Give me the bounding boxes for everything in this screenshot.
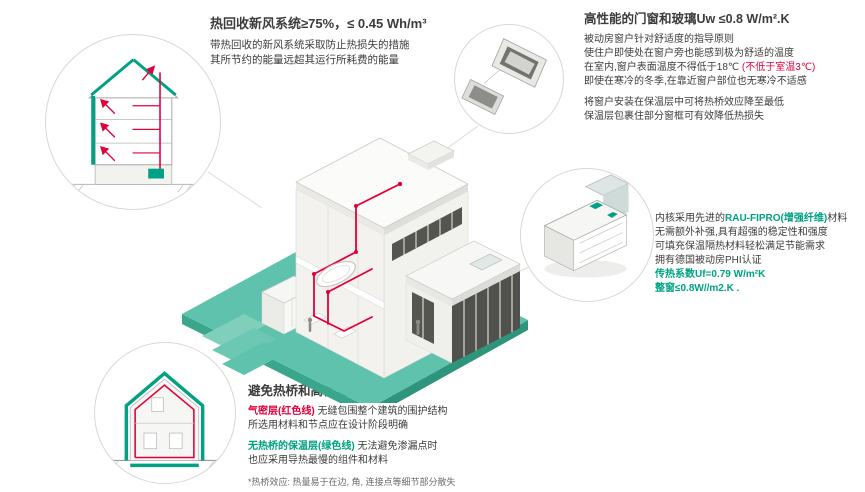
windows-line-6: 保温层包裹住部分窗框可有效降低热损失 (584, 111, 764, 122)
insulation-layer-line-2: 也应采用导热最慢的组件和材料 (248, 455, 388, 466)
insulation-band (91, 95, 96, 165)
ventilation-title: 热回收新风系统≥75%，≤ 0.45 Wh/m³ (210, 16, 427, 31)
profile-line-4: 拥有德国被动房PHI认证 (655, 255, 762, 266)
profile-uw-value: 整窗≤0.8W//m2.K . (655, 283, 740, 294)
main-roof (295, 137, 469, 235)
airtight-layer-text: 无缝包围整个建筑的围护结构 (314, 406, 448, 417)
window-profile-callout-circle (520, 168, 654, 302)
human-figures (307, 317, 421, 335)
thermal-bridge-footnote: *热桥效应: 热量易于在边, 角, 连接点等细节部分散失 (248, 477, 456, 487)
isometric-house-illustration (182, 137, 528, 403)
windows-text-block: 高性能的门窗和玻璃Uw ≤0.8 W/m².K 被动房窗户针对舒适度的指导原则 … (584, 12, 862, 124)
windows-title: 高性能的门窗和玻璃Uw ≤0.8 W/m².K (584, 12, 790, 26)
insulation-layer-line-1: 无热桥的保温层(绿色线) 无法避免渗漏点时 (248, 440, 588, 454)
window-corner-callout-circle (454, 24, 564, 134)
windows-line-2: 使住户即使处在窗户旁也能感到极为舒适的温度 (584, 48, 794, 59)
insulation-layer-label: 无热桥的保温层(绿色线) (248, 441, 355, 452)
airtight-layer-line-1: 气密层(红色线) 无缝包围整个建筑的围护结构 (248, 405, 588, 419)
ventilation-line-2: 其所节约的能量远超其运行所耗费的能量 (210, 54, 399, 67)
ventilation-description: 带热回收的新风系统采取防止热损失的措施 其所节约的能量远超其运行所耗费的能量 (210, 38, 510, 70)
windows-line-1: 被动房窗户针对舒适度的指导原则 (584, 34, 734, 45)
window-profile-illustration (543, 174, 630, 278)
airtight-red-line (134, 384, 195, 459)
glazed-wing (405, 240, 521, 364)
house-cross-section-illustration (69, 58, 196, 193)
ventilation-text-block: 热回收新风系统≥75%，≤ 0.45 Wh/m³ 带热回收的新风系统采取防止热损… (210, 16, 510, 69)
windows-line-3-text: 在室内,窗户表面温度不得低于18℃ (584, 62, 742, 73)
profile-line-2: 无需额外补强,具有超强的稳定性和强度 (655, 227, 828, 238)
insulated-house-illustration (104, 371, 225, 469)
airflow-arrows (100, 65, 156, 162)
profile-line-1a: 内核采用先进的 (655, 213, 725, 224)
airtight-layer-label: 气密层(红色线) (248, 406, 315, 417)
ventilation-callout-circle (45, 34, 221, 210)
gasket-teal (589, 202, 604, 210)
profile-line-1b: 材料 (827, 213, 848, 224)
window-corner-detail-illustration (461, 38, 547, 116)
insulation-description: 气密层(红色线) 无缝包围整个建筑的围护结构 所选用材料和节点应在设计阶段明确 … (248, 405, 588, 489)
windows-description: 被动房窗户针对舒适度的指导原则 使住户即使处在窗户旁也能感到极为舒适的温度 在室… (584, 33, 862, 124)
duct-junctions (312, 181, 403, 294)
profile-line-1-green: RAU-FIPRO(增强纤维) (725, 213, 828, 224)
windows-line-3-red-note: (不低于室温3℃) (741, 62, 816, 73)
ventilation-line-1: 带热回收的新风系统采取防止热损失的措施 (210, 38, 410, 51)
profile-line-3: 可填充保温隔热材料轻松满足节能需求 (655, 241, 825, 252)
profile-line-1: 内核采用先进的RAU-FIPRO(增强纤维)材料 (655, 212, 863, 226)
windows-line-4: 即使在寒冷的冬季,在靠近窗户部位也无寒冷不适感 (584, 76, 807, 87)
insulation-layer-text: 无法避免渗漏点时 (354, 441, 438, 452)
windows-line-3: 在室内,窗户表面温度不得低于18℃ (不低于室温3℃) (584, 61, 862, 75)
insulation-callout-circle (94, 342, 236, 484)
windows-line-5: 将窗户安装在保温层中可将热桥效应降至最低 (584, 97, 784, 108)
profile-text-block: 内核采用先进的RAU-FIPRO(增强纤维)材料 无需额外补强,具有超强的稳定性… (655, 212, 863, 296)
insulation-green-line (124, 371, 205, 461)
bathtub (316, 260, 356, 288)
profile-uf-value: 传热系数Uf=0.79 W/m²K (655, 269, 766, 280)
heat-exchanger (148, 168, 164, 179)
profile-description: 内核采用先进的RAU-FIPRO(增强纤维)材料 无需额外补强,具有超强的稳定性… (655, 212, 863, 296)
airtight-layer-line-2: 所选用材料和节点应在设计阶段明确 (248, 420, 408, 431)
